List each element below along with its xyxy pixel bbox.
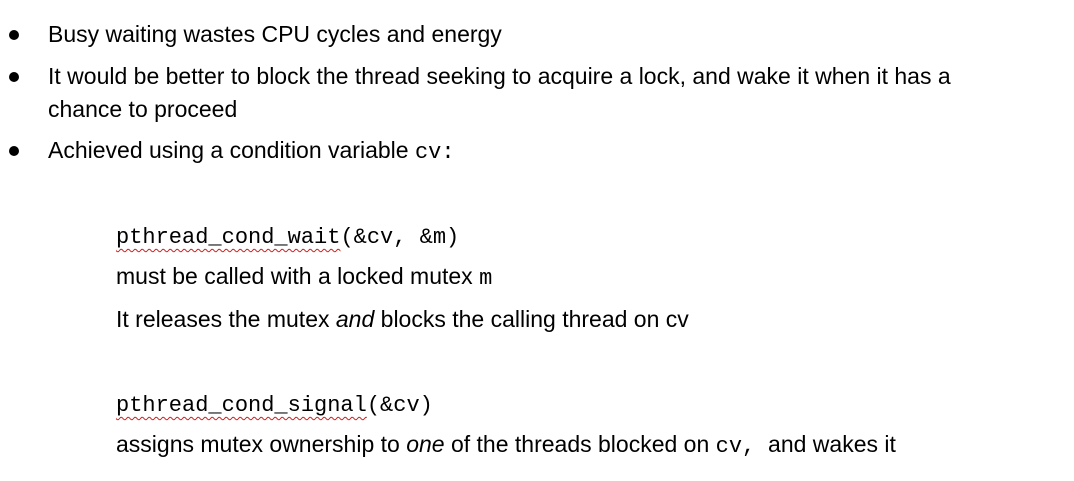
description-text: assigns mutex ownership to <box>116 431 407 457</box>
cond-signal-description: assigns mutex ownership to one of the th… <box>116 427 896 464</box>
description-text: It releases the mutex <box>116 306 336 332</box>
function-args-cond-wait: (&cv, &m) <box>340 225 460 250</box>
bullet-dot <box>9 30 19 40</box>
emphasis-one: one <box>406 431 445 457</box>
emphasis-and: and <box>335 306 375 332</box>
function-args-cond-signal: (&cv) <box>366 393 433 418</box>
bullet-text-condition-variable: Achieved using a condition variable cv: <box>48 133 455 170</box>
cond-wait-description-line2: It releases the mutex and blocks the cal… <box>116 302 689 336</box>
bullet-dot <box>9 146 19 156</box>
code-call-cond-signal: pthread_cond_signal(&cv) <box>116 386 433 423</box>
cond-wait-description-line1: must be called with a locked mutex m <box>116 259 492 296</box>
description-text: of the threads blocked on <box>444 431 716 457</box>
code-m: m <box>479 266 493 291</box>
bullet-text: chance to proceed <box>48 96 238 122</box>
description-text: blocks the calling thread on cv <box>374 306 689 332</box>
bullet-text: It would be better to block the thread s… <box>48 63 951 89</box>
description-text: must be called with a locked mutex <box>116 263 480 289</box>
bullet-dot <box>9 72 19 82</box>
code-cv-comma: cv, <box>715 434 756 459</box>
bullet-text-busy-waiting: Busy waiting wastes CPU cycles and energ… <box>48 17 502 51</box>
bullet-text-block-thread-line1: It would be better to block the thread s… <box>48 59 951 93</box>
function-name-cond-signal: pthread_cond_signal <box>116 393 367 418</box>
function-name-cond-wait: pthread_cond_wait <box>116 225 341 250</box>
description-text: and wakes it <box>755 431 896 457</box>
bullet-text-block-thread-line2: chance to proceed <box>48 92 237 126</box>
bullet-text: Busy waiting wastes CPU cycles and energ… <box>48 21 502 47</box>
code-call-cond-wait: pthread_cond_wait(&cv, &m) <box>116 218 459 255</box>
code-cv: cv: <box>414 140 455 165</box>
bullet-text: Achieved using a condition variable <box>48 137 415 163</box>
